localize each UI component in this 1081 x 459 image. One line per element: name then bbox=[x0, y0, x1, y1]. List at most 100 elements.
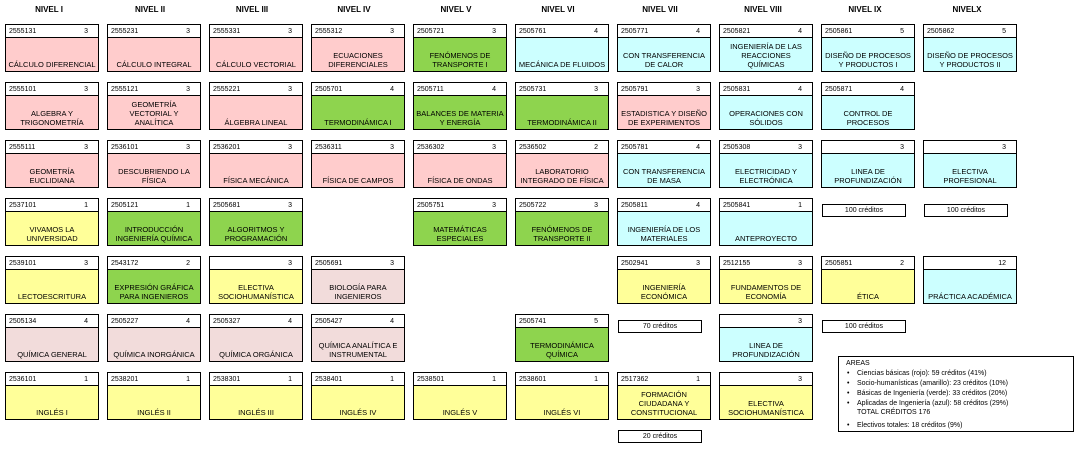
course-name: INGLÉS II bbox=[137, 408, 171, 417]
course-name: CONTROL DE PROCESOS bbox=[843, 109, 893, 127]
course-credits: 1 bbox=[594, 376, 598, 383]
course-code: 2505741 bbox=[519, 318, 547, 325]
course-credits: 4 bbox=[696, 144, 700, 151]
course-code: 2505134 bbox=[9, 318, 37, 325]
areas-title: AREAS bbox=[846, 360, 870, 367]
course-name-cell: TERMODINÁMICA I bbox=[312, 95, 404, 129]
course-name-cell: INGENIERÍA ECONÓMICA bbox=[618, 269, 710, 303]
course-code: 2505427 bbox=[315, 318, 343, 325]
level-header: NIVEL IX bbox=[848, 5, 882, 14]
course-credits: 3 bbox=[288, 260, 292, 267]
course-code: 2543172 bbox=[111, 260, 139, 267]
area-item: Socio-humanísticas (amarillo): 23 crédit… bbox=[847, 379, 1071, 388]
course-name-cell: CON TRANSFERENCIA DE MASA bbox=[618, 153, 710, 187]
course-credits: 3 bbox=[594, 202, 598, 209]
course-name-cell: TERMODINÁMICA QUÍMICA bbox=[516, 327, 608, 361]
course-name: DISEÑO DE PROCESOS Y PRODUCTOS II bbox=[927, 51, 1013, 69]
level-header: NIVEL IV bbox=[337, 5, 371, 14]
level-header: NIVEL VI bbox=[541, 5, 575, 14]
course-name-cell: ESTADISTICA Y DISEÑO DE EXPERIMENTOS bbox=[618, 95, 710, 129]
course-credits: 3 bbox=[186, 28, 190, 35]
course-name: DESCUBRIENDO LA FÍSICA bbox=[118, 167, 190, 185]
course-name-cell: MATEMÁTICAS ESPECIALES bbox=[414, 211, 506, 245]
course-credits: 3 bbox=[390, 260, 394, 267]
course-code: 2505871 bbox=[825, 86, 853, 93]
course-name-cell: ALGORITMOS Y PROGRAMACIÓN bbox=[210, 211, 302, 245]
level-header: NIVEL I bbox=[35, 5, 63, 14]
course-name-cell: TERMODINÁMICA II bbox=[516, 95, 608, 129]
course-name: QUÍMICA ORGÁNICA bbox=[219, 350, 293, 359]
course-credits: 4 bbox=[390, 318, 394, 325]
course-name-cell: INGLÉS I bbox=[6, 385, 98, 419]
course-credits: 4 bbox=[492, 86, 496, 93]
course-name-cell: DESCUBRIENDO LA FÍSICA bbox=[108, 153, 200, 187]
course-code: 2555131 bbox=[9, 28, 37, 35]
course-name-cell: FUNDAMENTOS DE ECONOMÍA bbox=[720, 269, 812, 303]
course-name-cell: QUÍMICA ORGÁNICA bbox=[210, 327, 302, 361]
course-name: QUÍMICA GENERAL bbox=[17, 350, 87, 359]
course-code: 2505731 bbox=[519, 86, 547, 93]
course-code: 2536101 bbox=[111, 144, 139, 151]
course-name-cell: ÉTICA bbox=[822, 269, 914, 303]
course-code: 2505861 bbox=[825, 28, 853, 35]
course-name-cell: LABORATORIO INTEGRADO DE FÍSICA bbox=[516, 153, 608, 187]
course-name: CÁLCULO INTEGRAL bbox=[116, 60, 192, 69]
course-credits: 1 bbox=[186, 202, 190, 209]
course-credits: 3 bbox=[492, 202, 496, 209]
level-header: NIVELX bbox=[952, 5, 982, 14]
course-code: 2505862 bbox=[927, 28, 955, 35]
course-name: ANTEPROYECTO bbox=[735, 234, 797, 243]
level-header: NIVEL VII bbox=[642, 5, 678, 14]
course-credits: 3 bbox=[288, 28, 292, 35]
level-header: NIVEL V bbox=[440, 5, 472, 14]
course-header: 2543172 2 bbox=[108, 257, 200, 270]
course-code: 2505811 bbox=[621, 202, 648, 209]
course-name-cell: FÍSICA MECÁNICA bbox=[210, 153, 302, 187]
course-name-cell: CÁLCULO DIFERENCIAL bbox=[6, 37, 98, 71]
course-code: 2555331 bbox=[213, 28, 241, 35]
course-code: 2555101 bbox=[9, 86, 37, 93]
course-credits: 3 bbox=[84, 144, 88, 151]
course-name-cell: INGENIERÍA DE LAS REACCIONES QUÍMICAS bbox=[720, 37, 812, 71]
course-credits: 3 bbox=[492, 144, 496, 151]
course-credits: 2 bbox=[186, 260, 190, 267]
course-code: 2505711 bbox=[417, 86, 444, 93]
level-header: NIVEL II bbox=[134, 5, 166, 14]
course-credits: 3 bbox=[696, 86, 700, 93]
course-name-cell: FENÓMENOS DE TRANSPORTE II bbox=[516, 211, 608, 245]
course-header: 12 bbox=[924, 257, 1016, 270]
course-name-cell: INGENIERÍA DE LOS MATERIALES bbox=[618, 211, 710, 245]
course-credits: 4 bbox=[390, 86, 394, 93]
course-name: INGLÉS V bbox=[442, 408, 478, 417]
